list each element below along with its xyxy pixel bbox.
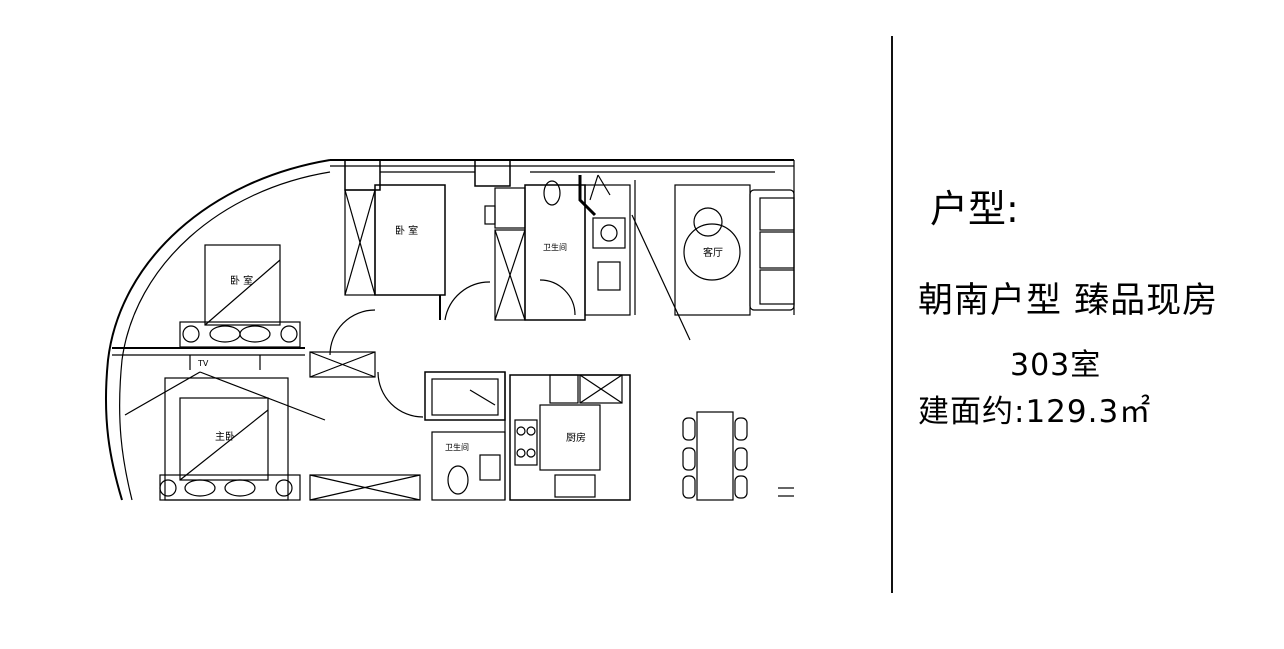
vertical-divider (891, 36, 893, 593)
area-label: 建面约 (918, 394, 1014, 430)
room-label-kitchen: 厨房 (566, 431, 586, 444)
curved-wall-outer (104, 159, 331, 501)
room-label-tv: TV (197, 359, 209, 368)
curved-wall-inner (119, 171, 331, 501)
room-label-bedroom-1: 卧 室 (395, 224, 418, 237)
room-label-bedroom-2: 卧 室 (230, 274, 253, 287)
room-label-bathroom-1: 卫生间 (543, 242, 567, 252)
room-number: 303室 (1010, 348, 1102, 383)
room-label-living-room: 客厅 (703, 246, 723, 259)
floor-plan: 卧 室 卧 室 主卧 卫生间 卫生间 客厅 厨房 TV (104, 159, 795, 501)
room-label-master-bedroom: 主卧 (215, 430, 235, 443)
unit-type-heading: 户型: (930, 187, 1019, 231)
area-separator: : (1014, 394, 1026, 430)
unit-type-description: 朝南户型 臻品现房 (918, 281, 1219, 321)
room-label-bathroom-2: 卫生间 (445, 442, 469, 452)
area-value: 129.3㎡ (1025, 394, 1152, 430)
building-area: 建面约:129.3㎡ (918, 386, 1151, 431)
